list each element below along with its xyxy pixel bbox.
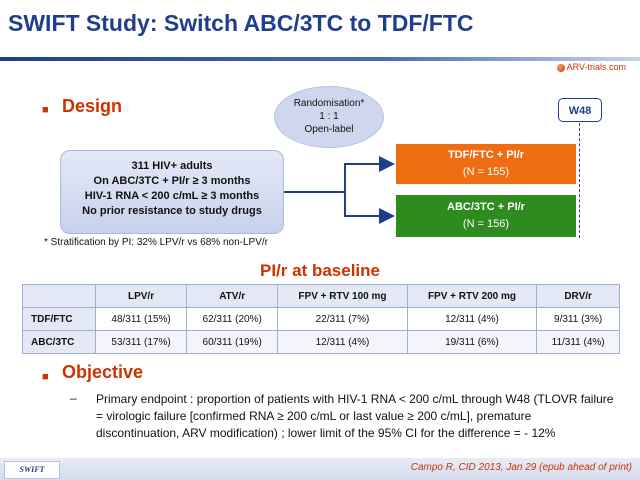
- population-box: 311 HIV+ adults On ABC/3TC + PI/r ≥ 3 mo…: [60, 150, 284, 234]
- arm-tdf-ftc-box: TDF/FTC + PI/r (N = 155): [396, 144, 576, 184]
- footer-bar: [0, 458, 640, 480]
- table-header-cell: DRV/r: [536, 284, 620, 308]
- logo-text: ARV-trials.com: [566, 62, 626, 72]
- arm-title: TDF/FTC + PI/r: [447, 149, 525, 161]
- objective-heading: Objective: [62, 362, 144, 382]
- table-row: ABC/3TC 53/311 (17%) 60/311 (19%) 12/311…: [22, 330, 620, 354]
- population-line: HIV-1 RNA < 200 c/mL ≥ 3 months: [84, 190, 260, 202]
- arv-trials-logo: ARV-trials.com: [556, 62, 626, 72]
- citation: Campo R, CID 2013, Jan 29 (epub ahead of…: [410, 462, 632, 473]
- pi-table-title: PI/r at baseline: [260, 261, 380, 280]
- randomisation-design: Open-label: [304, 124, 354, 135]
- population-line: On ABC/3TC + PI/r ≥ 3 months: [93, 175, 251, 187]
- footer-study-tag: SWIFT: [4, 461, 60, 479]
- table-cell: 62/311 (20%): [186, 307, 279, 331]
- objective-bullet: ■: [42, 367, 49, 385]
- design-heading: Design: [62, 96, 123, 116]
- table-header-cell: [22, 284, 96, 308]
- pi-baseline-table: LPV/r ATV/r FPV + RTV 100 mg FPV + RTV 2…: [22, 284, 620, 354]
- table-row-label: ABC/3TC: [22, 330, 96, 354]
- table-cell: 19/311 (6%): [406, 330, 538, 354]
- table-cell: 12/311 (4%): [406, 307, 538, 331]
- w48-dashed-line: [579, 123, 580, 238]
- randomisation-ratio: 1 : 1: [319, 111, 339, 122]
- stratification-note: * Stratification by PI: 32% LPV/r vs 68%…: [44, 237, 268, 248]
- title-rule: [0, 57, 640, 61]
- population-line: No prior resistance to study drugs: [82, 205, 262, 217]
- table-cell: 9/311 (3%): [536, 307, 620, 331]
- table-header-row: LPV/r ATV/r FPV + RTV 100 mg FPV + RTV 2…: [22, 284, 620, 308]
- population-line: 311 HIV+ adults: [131, 160, 213, 172]
- table-row-label: TDF/FTC: [22, 307, 96, 331]
- square-bullet-icon: ■: [42, 104, 49, 116]
- table-header-cell: LPV/r: [94, 284, 188, 308]
- table-cell: 11/311 (4%): [536, 330, 620, 354]
- arm-title: ABC/3TC + PI/r: [447, 201, 525, 213]
- objective-text: Primary endpoint : proportion of patient…: [96, 392, 614, 440]
- square-bullet-icon: ■: [42, 371, 49, 383]
- w48-timepoint-box: W48: [558, 98, 602, 122]
- randomisation-label: Randomisation*: [293, 98, 365, 109]
- randomisation-bubble: Randomisation* 1 : 1 Open-label: [274, 86, 384, 148]
- design-bullet: ■: [42, 100, 49, 118]
- connector-lower-arrow: [344, 192, 395, 224]
- table-cell: 60/311 (19%): [186, 330, 279, 354]
- arm-n: (N = 155): [462, 166, 510, 178]
- table-cell: 22/311 (7%): [277, 307, 408, 331]
- table-header-cell: ATV/r: [186, 284, 279, 308]
- table-header-cell: FPV + RTV 200 mg: [406, 284, 538, 308]
- objective-dash: –: [70, 391, 77, 405]
- table-row: TDF/FTC 48/311 (15%) 62/311 (20%) 22/311…: [22, 307, 620, 331]
- table-header-cell: FPV + RTV 100 mg: [277, 284, 408, 308]
- table-cell: 53/311 (17%): [94, 330, 188, 354]
- slide-title: SWIFT Study: Switch ABC/3TC to TDF/FTC: [8, 10, 474, 36]
- arm-n: (N = 156): [462, 218, 510, 230]
- connector-upper-arrow: [344, 156, 395, 192]
- arm-abc-3tc-box: ABC/3TC + PI/r (N = 156): [396, 195, 576, 237]
- logo-dot-icon: [556, 63, 565, 72]
- table-cell: 12/311 (4%): [277, 330, 408, 354]
- table-cell: 48/311 (15%): [94, 307, 188, 331]
